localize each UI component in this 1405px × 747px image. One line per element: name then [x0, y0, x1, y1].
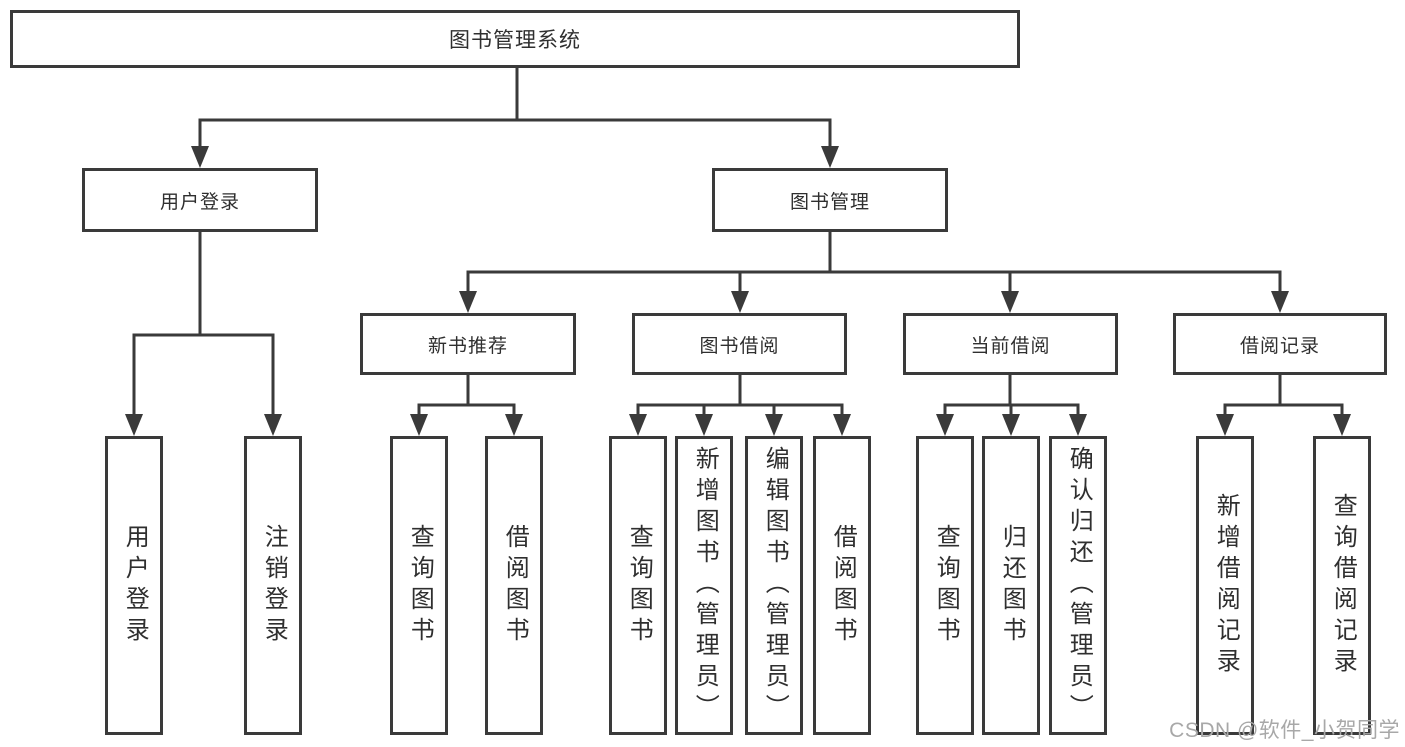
- leaf-records-add-record-label: 新增借阅记录: [1212, 492, 1240, 679]
- node-borrow-records: 借阅记录: [1173, 313, 1387, 375]
- node-current-borrow: 当前借阅: [903, 313, 1118, 375]
- node-book-management-label: 图书管理: [789, 191, 870, 213]
- node-borrow-records-label: 借阅记录: [1239, 335, 1320, 357]
- leaf-borrow-add-books-admin: 新增图书（管理员）: [675, 436, 733, 735]
- leaf-borrow-edit-books-admin: 编辑图书（管理员）: [745, 436, 803, 735]
- leaf-borrow-add-books-admin-label: 新增图书（管理员）: [691, 446, 719, 725]
- leaf-current-confirm-return-admin: 确认归还（管理员）: [1049, 436, 1107, 735]
- leaf-recommend-query-books: 查询图书: [390, 436, 448, 735]
- csdn-watermark: CSDN @软件_小贺同学: [1169, 719, 1400, 742]
- leaf-borrow-edit-books-admin-label: 编辑图书（管理员）: [761, 446, 789, 725]
- leaf-records-query-record-label: 查询借阅记录: [1329, 492, 1357, 679]
- node-root-label: 图书管理系统: [449, 29, 581, 52]
- leaf-current-query-books: 查询图书: [916, 436, 974, 735]
- leaf-borrow-query-books-label: 查询图书: [625, 523, 653, 648]
- leaf-logout: 注销登录: [244, 436, 302, 735]
- leaf-current-confirm-return-admin-label: 确认归还（管理员）: [1065, 446, 1093, 725]
- node-book-management: 图书管理: [712, 168, 948, 232]
- node-new-book-recommend-label: 新书推荐: [427, 335, 508, 357]
- node-book-borrow: 图书借阅: [632, 313, 847, 375]
- leaf-borrow-borrow-books-label: 借阅图书: [829, 523, 857, 648]
- node-root: 图书管理系统: [10, 10, 1020, 68]
- leaf-recommend-borrow-books: 借阅图书: [485, 436, 543, 735]
- leaf-recommend-query-books-label: 查询图书: [406, 523, 434, 648]
- leaf-user-login: 用户登录: [105, 436, 163, 735]
- leaf-records-add-record: 新增借阅记录: [1196, 436, 1254, 735]
- leaf-user-login-label: 用户登录: [121, 523, 149, 648]
- leaf-current-return-books: 归还图书: [982, 436, 1040, 735]
- leaf-current-return-books-label: 归还图书: [998, 523, 1026, 648]
- node-current-borrow-label: 当前借阅: [970, 335, 1051, 357]
- leaf-logout-label: 注销登录: [260, 523, 288, 648]
- leaf-borrow-borrow-books: 借阅图书: [813, 436, 871, 735]
- leaf-borrow-query-books: 查询图书: [609, 436, 667, 735]
- node-new-book-recommend: 新书推荐: [360, 313, 576, 375]
- leaf-current-query-books-label: 查询图书: [932, 523, 960, 648]
- node-user-login-label: 用户登录: [159, 191, 240, 213]
- node-book-borrow-label: 图书借阅: [699, 335, 780, 357]
- node-user-login: 用户登录: [82, 168, 318, 232]
- leaf-recommend-borrow-books-label: 借阅图书: [501, 523, 529, 648]
- leaf-records-query-record: 查询借阅记录: [1313, 436, 1371, 735]
